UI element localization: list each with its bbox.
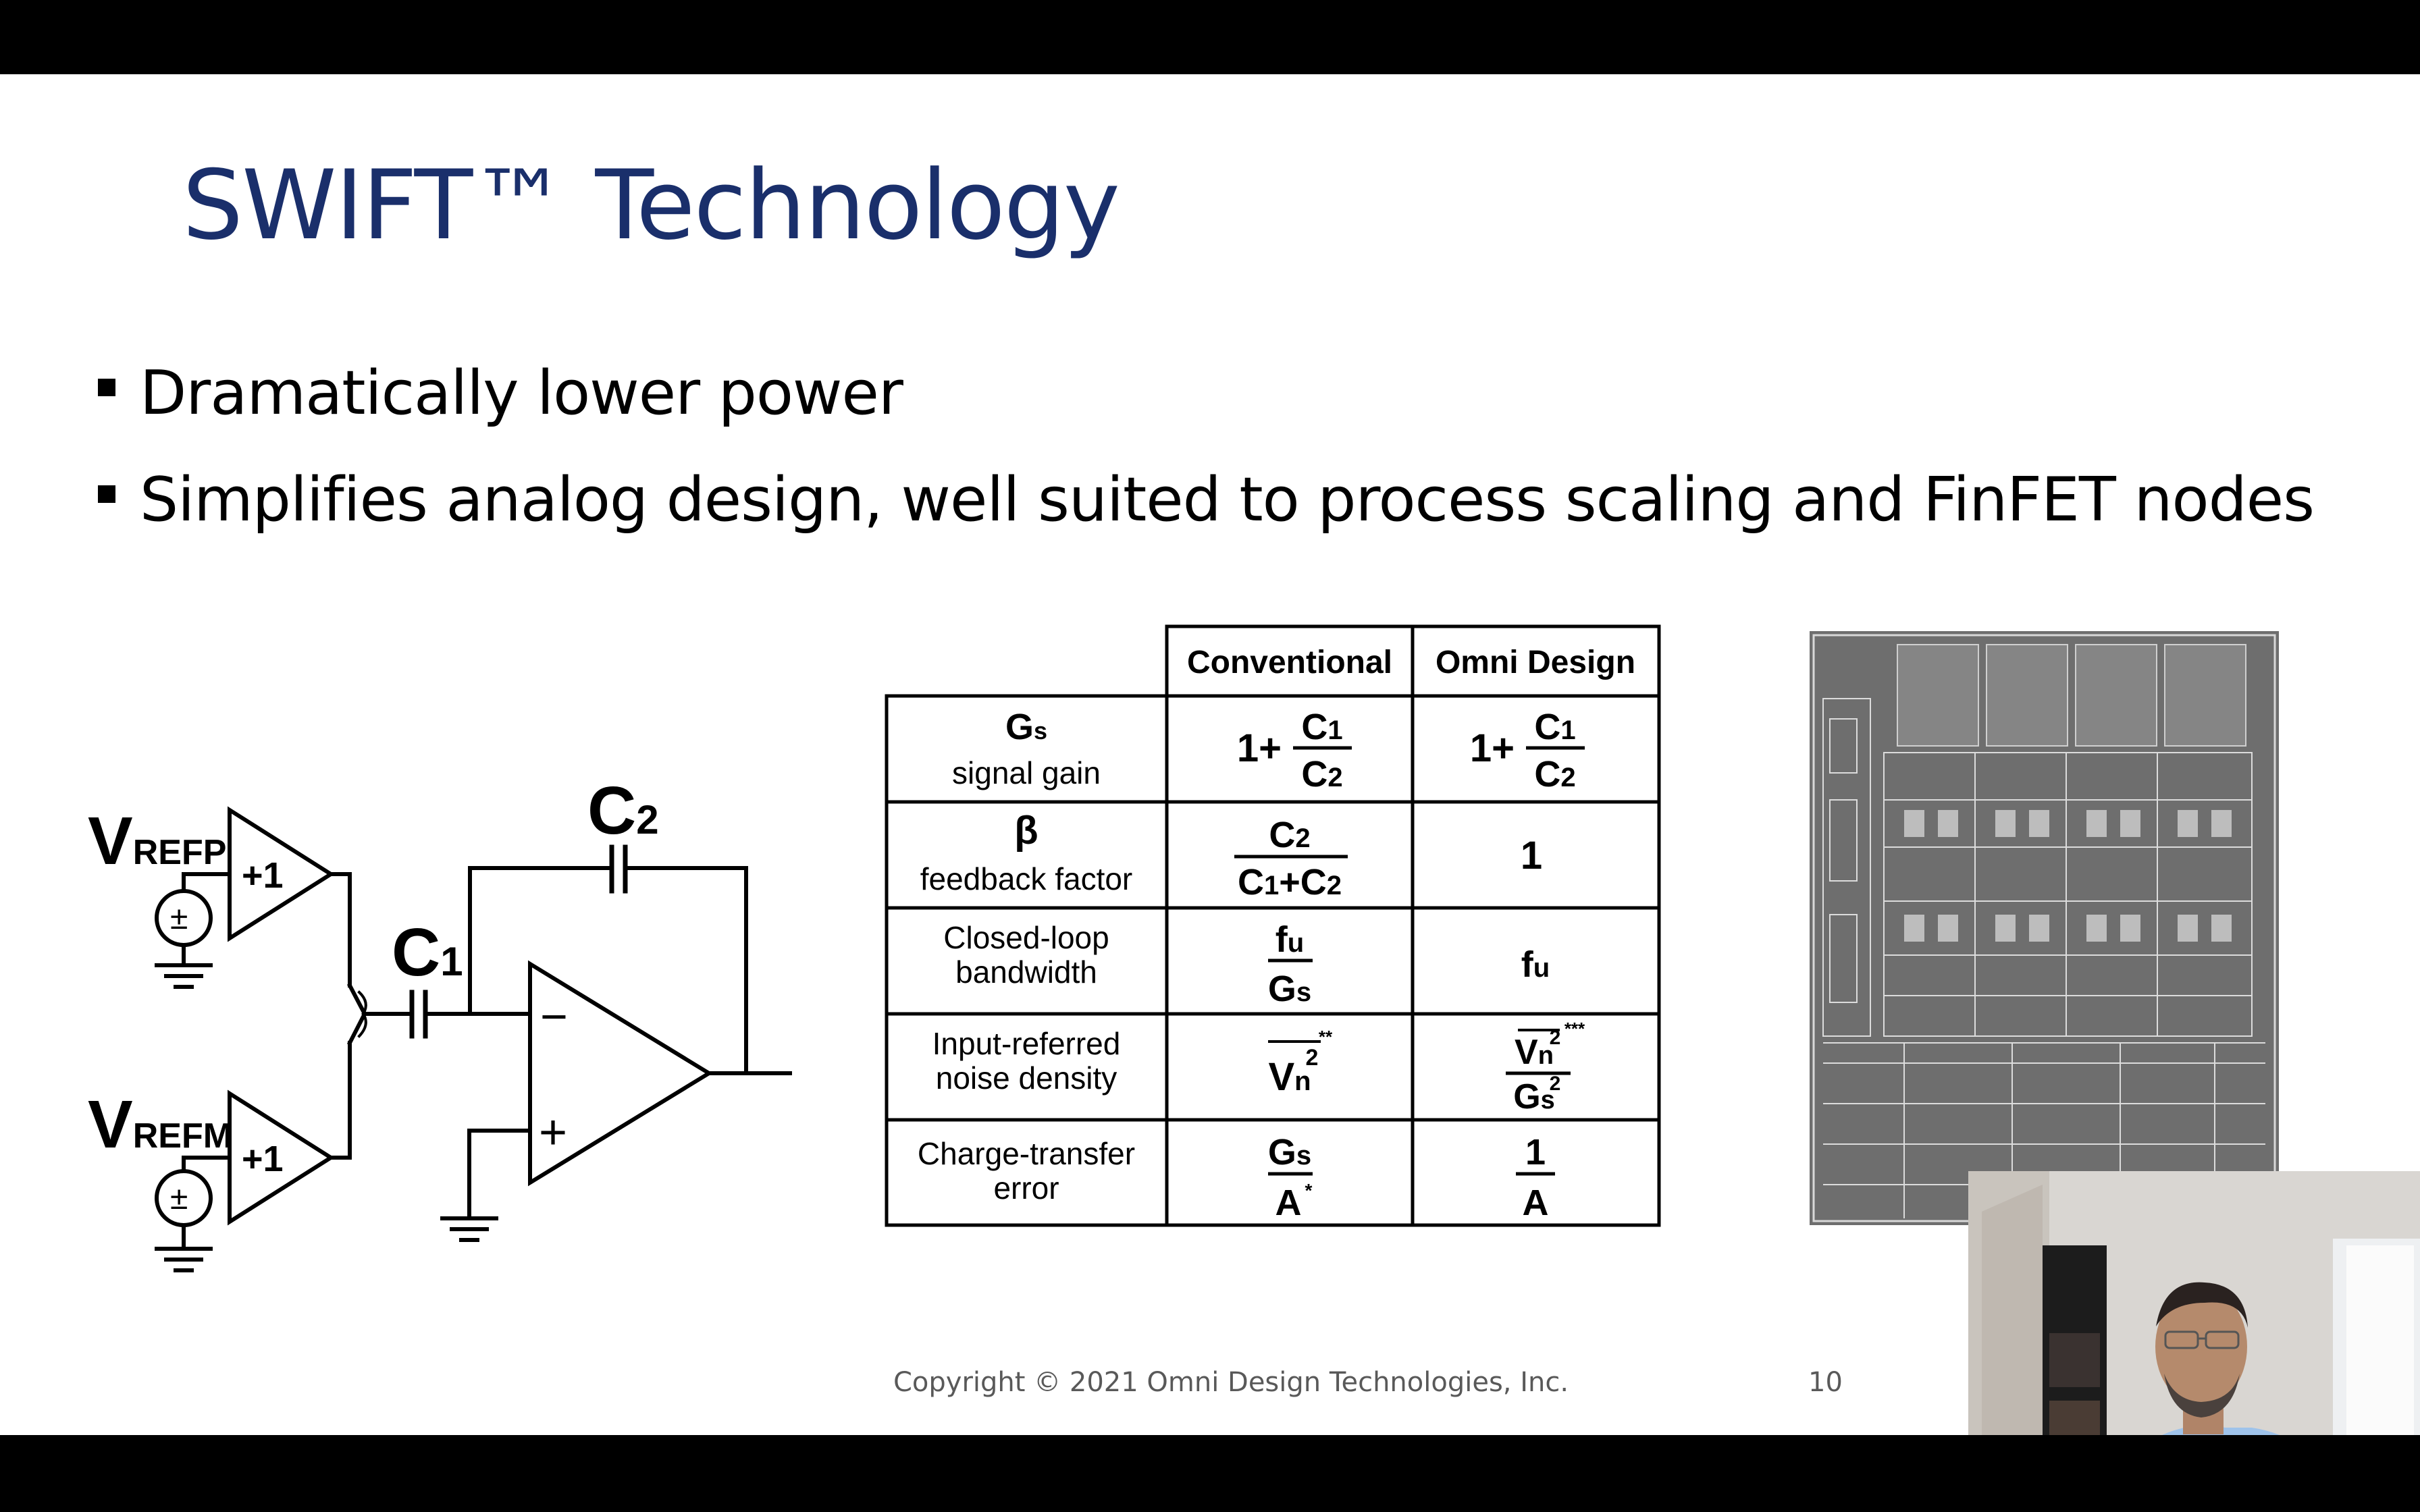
slide: SWIFT™ Technology Dramatically lower pow… bbox=[0, 74, 2420, 1435]
slide-title: SWIFT™ Technology bbox=[182, 150, 1120, 261]
svg-text:A: A bbox=[1523, 1183, 1549, 1223]
header-conventional: Conventional bbox=[1187, 645, 1392, 680]
svg-text:Gs: Gs bbox=[1268, 1132, 1311, 1172]
source-top-sign: ± bbox=[170, 900, 188, 936]
buffer-top-gain: +1 bbox=[242, 855, 284, 896]
row4-conventional: Vn 2 ** bbox=[1268, 1027, 1333, 1099]
svg-text:*: * bbox=[1305, 1180, 1313, 1201]
row3-label-line2: bandwidth bbox=[955, 954, 1097, 990]
switched-capacitor-circuit: VREFP VREFM +1 +1 ± ± C1 C2 − + bbox=[88, 773, 792, 1272]
row5-conventional: Gs A * bbox=[1268, 1132, 1313, 1223]
svg-text:Gs: Gs bbox=[1268, 969, 1311, 1009]
buffer-bottom-gain: +1 bbox=[242, 1139, 284, 1179]
row4-label-line1: Input-referred bbox=[932, 1026, 1121, 1061]
opamp-minus: − bbox=[540, 990, 568, 1043]
bullet-square-icon bbox=[98, 379, 115, 397]
row5-label-line1: Charge-transfer bbox=[918, 1136, 1135, 1171]
svg-text:A: A bbox=[1275, 1183, 1302, 1223]
header-omni-design: Omni Design bbox=[1436, 645, 1635, 680]
vrefp-label: VREFP bbox=[88, 803, 226, 879]
svg-text:Vn: Vn bbox=[1515, 1033, 1554, 1072]
bullet-1-text: Dramatically lower power bbox=[140, 358, 903, 429]
svg-text:***: *** bbox=[1564, 1019, 1585, 1039]
svg-text:C1: C1 bbox=[1534, 707, 1575, 747]
svg-text:C2: C2 bbox=[1301, 754, 1342, 794]
c2-label: C2 bbox=[587, 773, 659, 848]
svg-text:1+: 1+ bbox=[1470, 726, 1515, 770]
row4-omni: Vn 2 *** Gs 2 bbox=[1506, 1019, 1585, 1116]
footer-copyright: Copyright © 2021 Omni Design Technologie… bbox=[893, 1367, 1569, 1398]
svg-text:C2: C2 bbox=[1269, 815, 1310, 855]
svg-text:2: 2 bbox=[1550, 1073, 1561, 1095]
switch-icon bbox=[346, 982, 368, 1017]
chip-layout-image bbox=[1810, 631, 2279, 1225]
row4-label-line2: noise density bbox=[936, 1060, 1117, 1096]
c1-label: C1 bbox=[392, 915, 463, 990]
row2-conventional: C2 C1+C2 bbox=[1234, 815, 1348, 902]
row1-conventional: 1+ C1 C2 bbox=[1237, 707, 1352, 794]
row5-label-line2: error bbox=[993, 1170, 1059, 1206]
row3-label-line1: Closed-loop bbox=[943, 920, 1109, 955]
svg-text:1+: 1+ bbox=[1237, 726, 1282, 770]
row3-conventional: fu Gs bbox=[1268, 919, 1313, 1009]
row3-omni: fu bbox=[1521, 944, 1550, 985]
row2-label: feedback factor bbox=[920, 861, 1133, 896]
svg-text:1: 1 bbox=[1525, 1132, 1546, 1172]
row2-symbol: β bbox=[1014, 809, 1038, 853]
comparison-table: Conventional Omni Design Gs signal gain … bbox=[885, 624, 1661, 1227]
row5-omni: 1 A bbox=[1516, 1132, 1555, 1223]
opamp-icon bbox=[528, 960, 713, 1187]
source-bottom-sign: ± bbox=[170, 1181, 188, 1216]
footer-page-number: 10 bbox=[1808, 1367, 1843, 1398]
row2-omni: 1 bbox=[1521, 834, 1542, 878]
svg-text:C1+C2: C1+C2 bbox=[1238, 862, 1342, 902]
bullet-2-text: Simplifies analog design, well suited to… bbox=[140, 464, 2315, 535]
svg-text:Vn: Vn bbox=[1268, 1055, 1311, 1099]
svg-text:Gs: Gs bbox=[1513, 1077, 1555, 1116]
svg-text:2: 2 bbox=[1306, 1045, 1319, 1071]
presenter-video bbox=[1968, 1171, 2420, 1435]
svg-text:C2: C2 bbox=[1534, 754, 1575, 794]
opamp-plus: + bbox=[539, 1106, 567, 1160]
vrefm-label: VREFM bbox=[88, 1087, 232, 1162]
row1-omni: 1+ C1 C2 bbox=[1470, 707, 1585, 794]
row1-symbol: Gs bbox=[1005, 707, 1047, 747]
svg-text:**: ** bbox=[1319, 1027, 1333, 1047]
bullet-1: Dramatically lower power bbox=[98, 358, 903, 429]
row1-label: signal gain bbox=[952, 755, 1101, 790]
svg-text:fu: fu bbox=[1275, 919, 1304, 960]
bullet-square-icon bbox=[98, 485, 115, 504]
bullet-2: Simplifies analog design, well suited to… bbox=[98, 464, 2315, 535]
svg-text:C1: C1 bbox=[1301, 707, 1342, 747]
svg-text:2: 2 bbox=[1550, 1027, 1561, 1049]
